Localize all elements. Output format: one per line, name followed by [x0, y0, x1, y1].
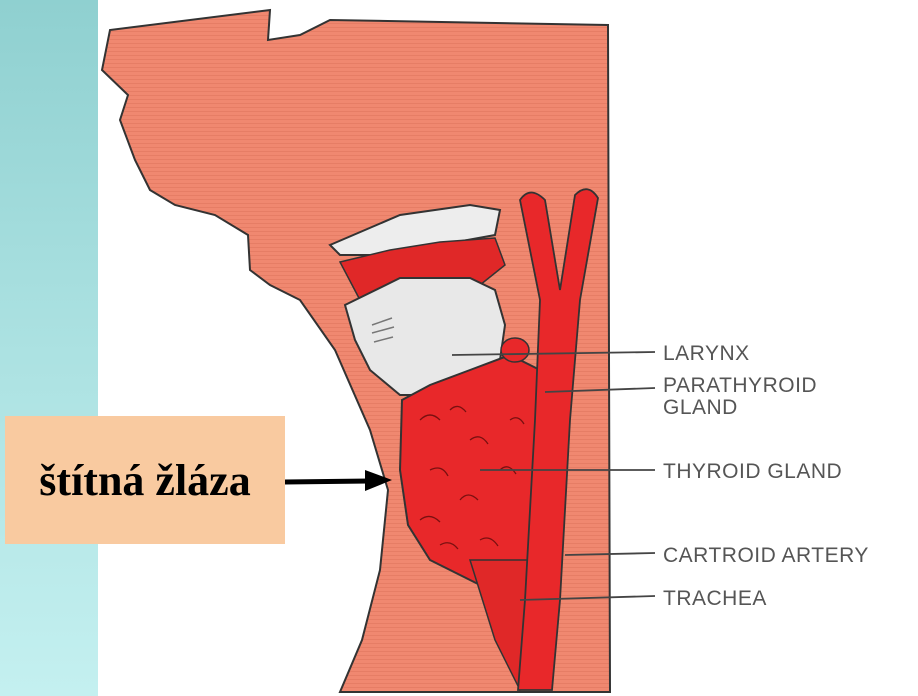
parathyroid-gland — [501, 338, 529, 362]
label-larynx: LARYNX — [663, 342, 750, 365]
label-parathyroid-line2: GLAND — [663, 396, 738, 419]
label-trachea: TRACHEA — [663, 587, 767, 610]
label-thyroid-gland: THYROID GLAND — [663, 460, 842, 483]
label-parathyroid-line1: PARATHYROID — [663, 374, 817, 397]
label-carotid-artery: CARTROID ARTERY — [663, 544, 869, 567]
callout-arrow-icon — [285, 470, 392, 491]
callout-box: štítná žláza — [5, 416, 285, 544]
callout-text: štítná žláza — [39, 455, 250, 506]
